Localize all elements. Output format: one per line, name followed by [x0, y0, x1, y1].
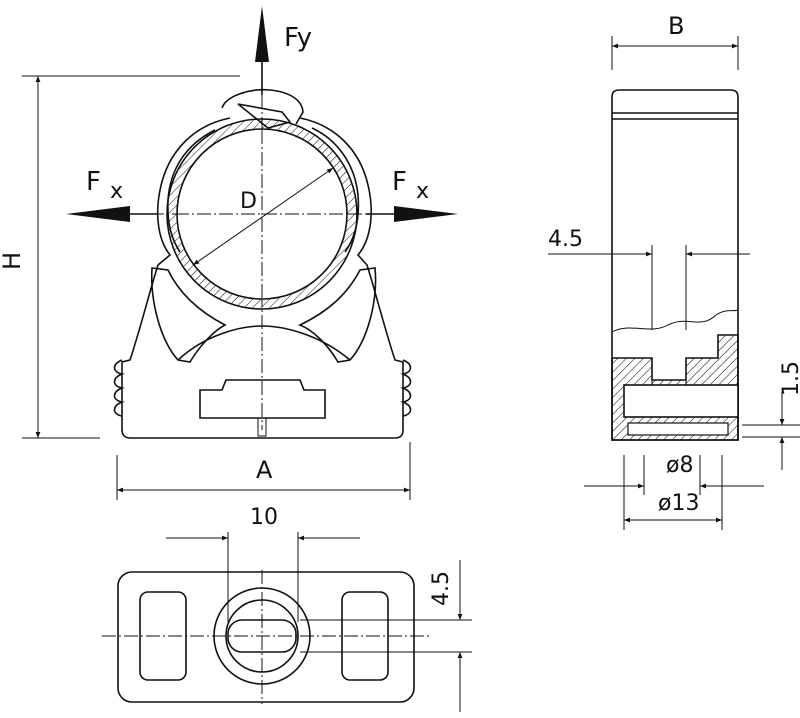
- fx-left-f-label: F: [86, 167, 101, 197]
- left-serration: [113, 359, 125, 417]
- bottom-4-5-label: 4.5: [429, 571, 454, 606]
- fy-arrow-head: [255, 6, 269, 62]
- clip-outer-body: [121, 117, 404, 439]
- bottom-body-outline: [117, 571, 415, 703]
- fx-left-x-label: x: [110, 179, 123, 204]
- arch: [177, 325, 351, 361]
- fx-right-arrow-head: [394, 206, 458, 222]
- bottom-view: 10 4.5: [102, 505, 472, 712]
- dim-1-5-label: 1.5: [779, 361, 800, 396]
- fx-right-x-label: x: [416, 179, 429, 204]
- side-body-outline: [611, 89, 739, 441]
- front-view: D Fy F x F x H A: [0, 6, 458, 500]
- b-label: B: [668, 12, 684, 40]
- side-base-recess: [627, 422, 729, 436]
- base-slot: [199, 379, 326, 419]
- side-slot-cavity: [623, 384, 739, 418]
- fx-left-arrow-head: [66, 206, 130, 222]
- right-serration: [400, 359, 412, 417]
- side-4-5-label: 4.5: [548, 227, 583, 252]
- a-label: A: [256, 456, 273, 484]
- h-label: H: [0, 252, 26, 270]
- d13-label: ø13: [658, 491, 699, 516]
- side-break-line: [611, 309, 739, 333]
- base-pin: [257, 417, 267, 437]
- diameter-label: D: [240, 189, 257, 214]
- fx-right-f-label: F: [392, 167, 407, 197]
- d8-label: ø8: [666, 453, 693, 478]
- dim-10-label: 10: [250, 505, 278, 530]
- fy-label: Fy: [284, 23, 312, 53]
- side-view: B 4.5 1.5 ø8: [548, 12, 800, 530]
- diameter-dimension-line: [192, 167, 334, 266]
